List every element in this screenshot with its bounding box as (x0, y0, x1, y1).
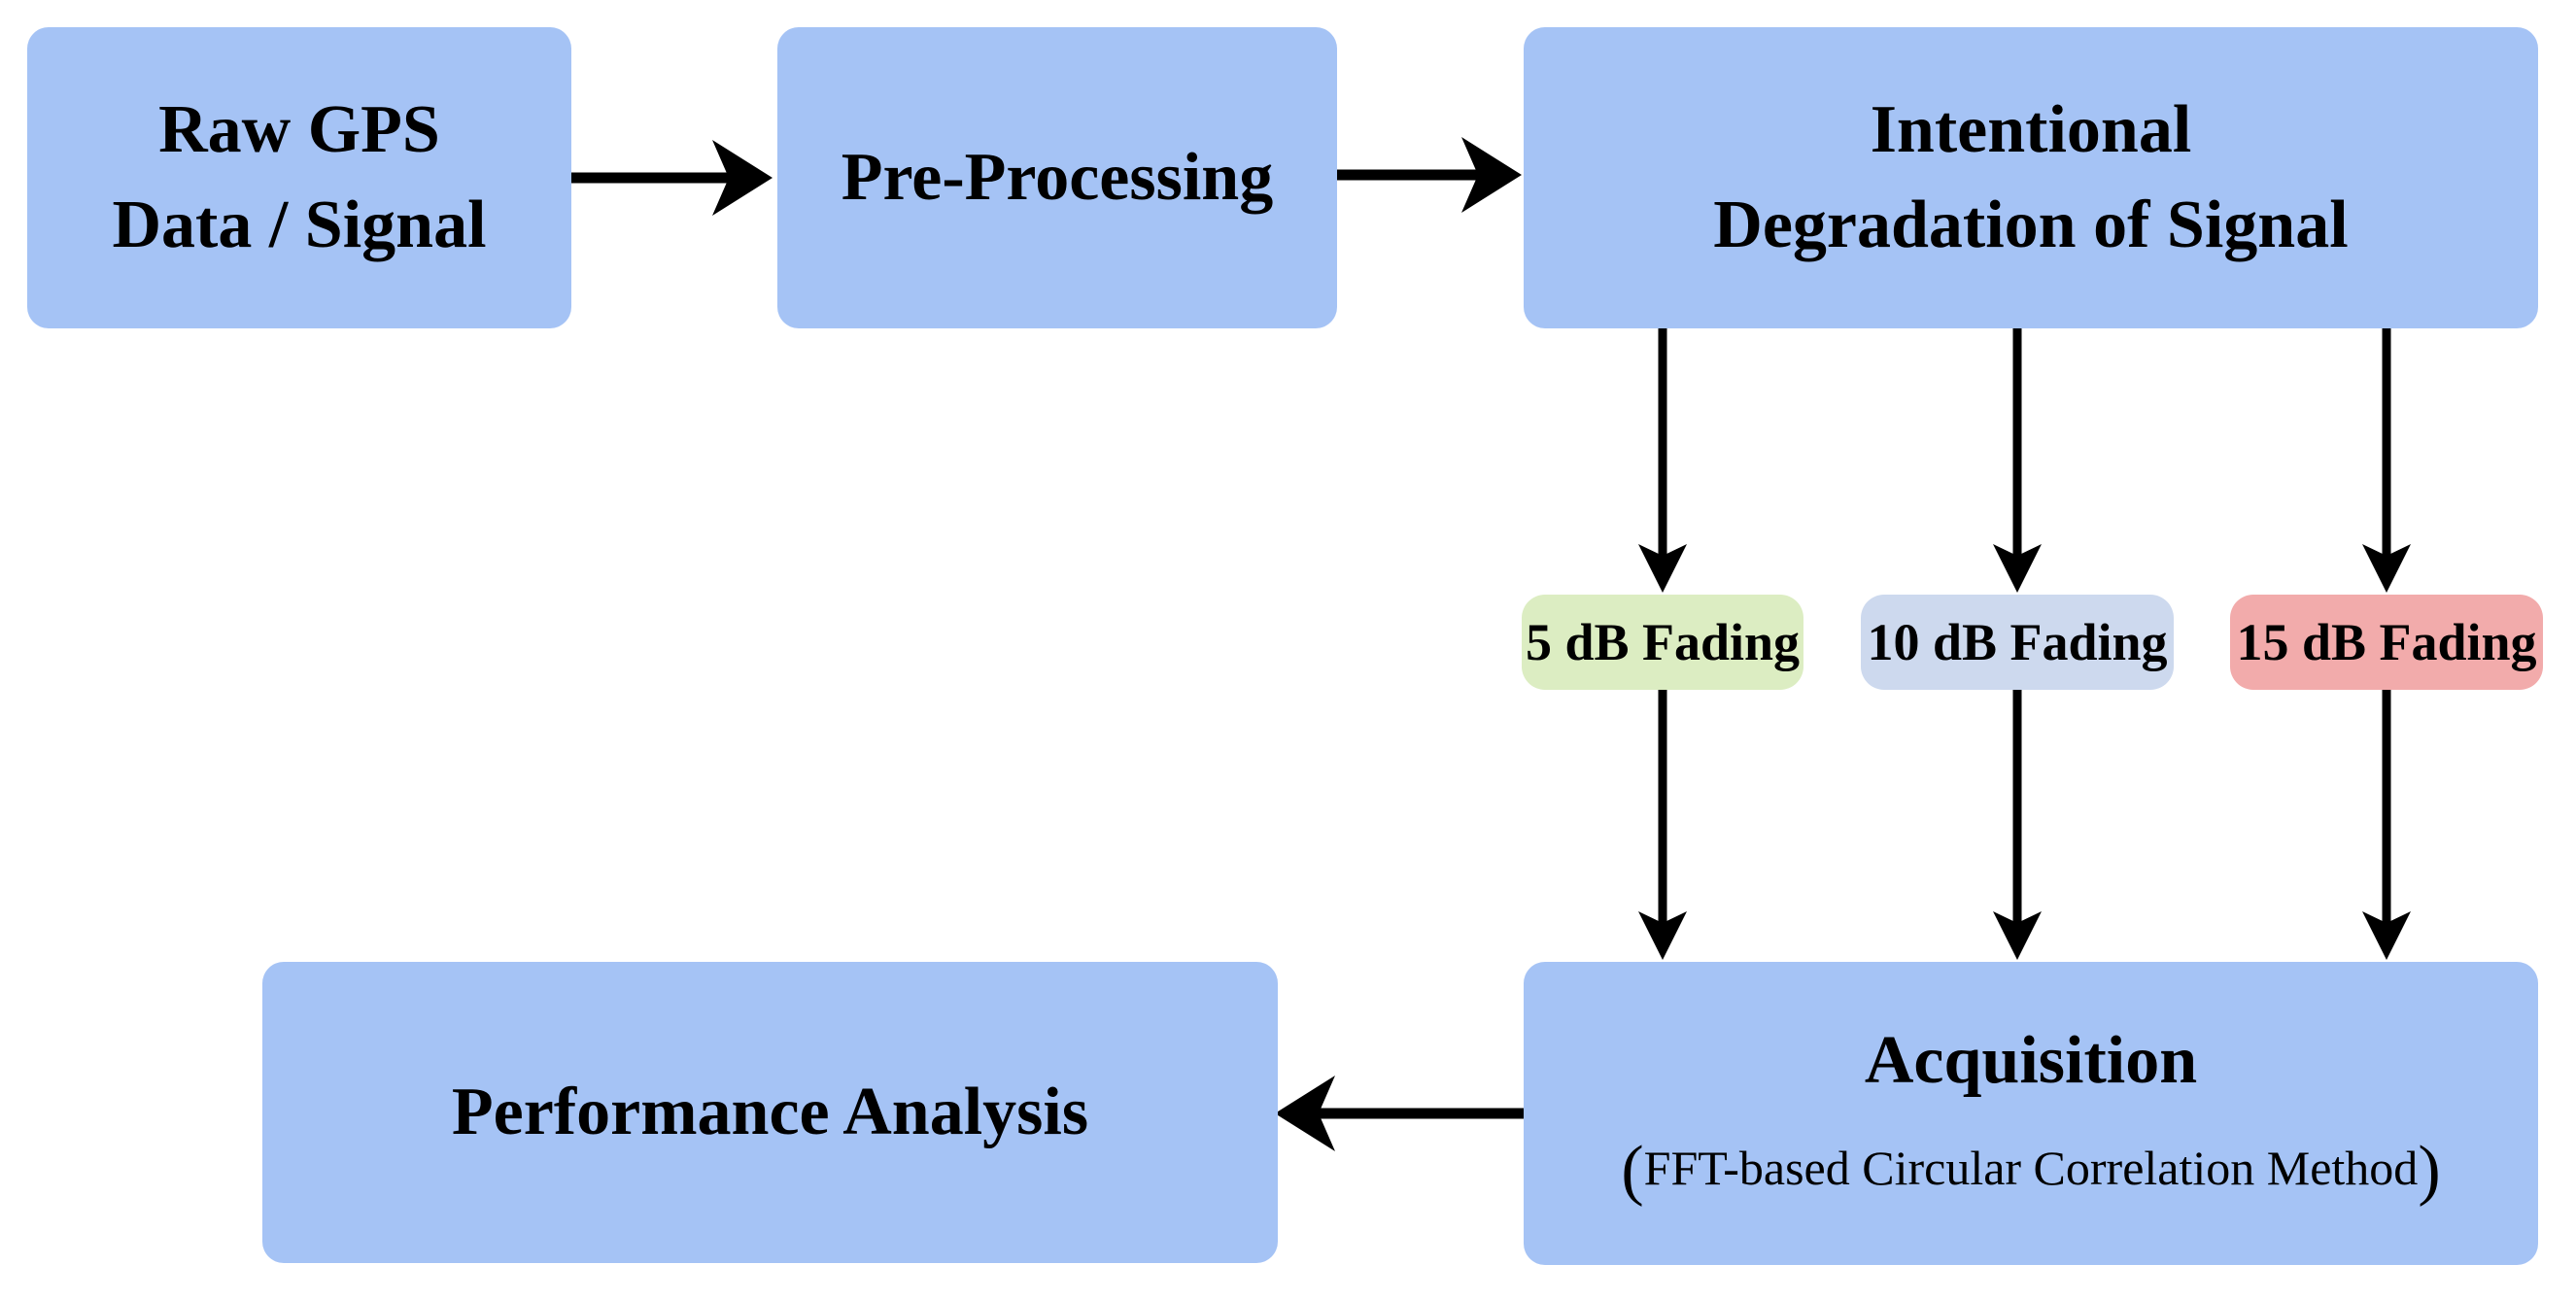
node-raw-gps-line1: Raw GPS (158, 92, 440, 167)
node-raw-gps-data: Raw GPS Data / Signal (27, 27, 571, 328)
arrow-rawgps-to-preprocessing (571, 140, 773, 216)
arrow-acquisition-to-performance (1275, 1076, 1524, 1151)
node-intentional-degradation: Intentional Degradation of Signal (1524, 27, 2538, 328)
node-raw-gps-line2: Data / Signal (112, 188, 487, 262)
node-degradation-line1: Intentional (1870, 92, 2192, 167)
arrow-10db-to-acquisition (1993, 690, 2042, 960)
arrow-degradation-to-5db (1638, 328, 1687, 593)
arrow-5db-to-acquisition (1638, 690, 1687, 960)
node-acquisition: Acquisition (FFT-based Circular Correlat… (1524, 962, 2538, 1265)
badge-10db-fading: 10 dB Fading (1861, 595, 2174, 690)
badge-15db-fading: 15 dB Fading (2230, 595, 2543, 690)
arrow-degradation-to-15db (2362, 328, 2411, 593)
node-acquisition-subtitle: (FFT-based Circular Correlation Method) (1621, 1126, 2440, 1214)
badge-5db-fading-label: 5 dB Fading (1525, 613, 1801, 671)
node-degradation-line2: Degradation of Signal (1713, 188, 2349, 262)
badge-15db-fading-label: 15 dB Fading (2236, 613, 2537, 671)
subtitle-text: FFT-based Circular Correlation Method (1643, 1140, 2419, 1195)
node-pre-processing-label: Pre-Processing (841, 140, 1274, 215)
node-performance-analysis: Performance Analysis (262, 962, 1278, 1263)
node-performance-label: Performance Analysis (451, 1075, 1089, 1149)
arrow-15db-to-acquisition (2362, 690, 2411, 960)
subtitle-close-paren: ) (2418, 1132, 2441, 1208)
badge-5db-fading: 5 dB Fading (1522, 595, 1803, 690)
arrow-preprocessing-to-degradation (1337, 137, 1522, 213)
subtitle-open-paren: ( (1621, 1132, 1644, 1208)
arrow-degradation-to-10db (1993, 328, 2042, 593)
node-acquisition-title: Acquisition (1864, 1022, 2198, 1098)
badge-10db-fading-label: 10 dB Fading (1867, 613, 2168, 671)
node-pre-processing: Pre-Processing (777, 27, 1337, 328)
